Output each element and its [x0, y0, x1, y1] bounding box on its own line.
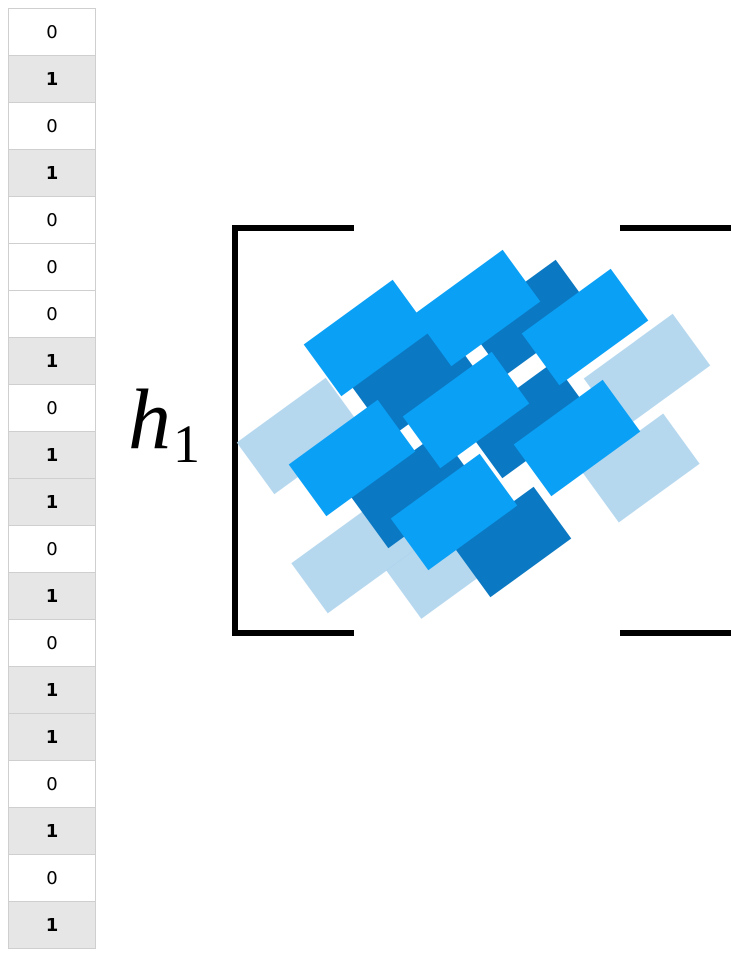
bit-cell: 0	[8, 385, 96, 432]
bit-cell: 0	[8, 291, 96, 338]
bit-cell: 1	[8, 714, 96, 761]
weave-tile	[236, 377, 364, 495]
vector-label: h1	[128, 376, 200, 471]
bit-cell: 1	[8, 432, 96, 479]
weave-tile	[452, 486, 572, 598]
weave-tile	[466, 259, 594, 377]
bit-cell: 1	[8, 338, 96, 385]
bit-cell: 0	[8, 197, 96, 244]
bit-cell: 1	[8, 573, 96, 620]
weave-tile	[513, 379, 641, 497]
weave-tile	[521, 268, 649, 386]
bit-cell: 1	[8, 56, 96, 103]
weave-tile	[386, 529, 478, 619]
bit-cell: 1	[8, 667, 96, 714]
bit-cell: 0	[8, 526, 96, 573]
bit-cell: 1	[8, 150, 96, 197]
bit-cell: 0	[8, 620, 96, 667]
bit-cell: 0	[8, 9, 96, 56]
bit-cell: 1	[8, 479, 96, 526]
weave-tile	[390, 453, 518, 571]
weave-tile	[303, 279, 431, 397]
weave-tile	[413, 249, 541, 367]
weave-tile	[402, 351, 530, 469]
bit-cell: 1	[8, 902, 96, 949]
weave-tile	[464, 361, 592, 479]
bit-cell: 0	[8, 761, 96, 808]
weave-tile	[288, 399, 416, 517]
bit-cell: 0	[8, 103, 96, 150]
bit-cell: 0	[8, 855, 96, 902]
bit-cell: 1	[8, 808, 96, 855]
weave-tile	[582, 413, 700, 523]
bit-cell: 0	[8, 244, 96, 291]
label-variable: h	[128, 371, 171, 467]
label-subscript: 1	[173, 414, 200, 474]
